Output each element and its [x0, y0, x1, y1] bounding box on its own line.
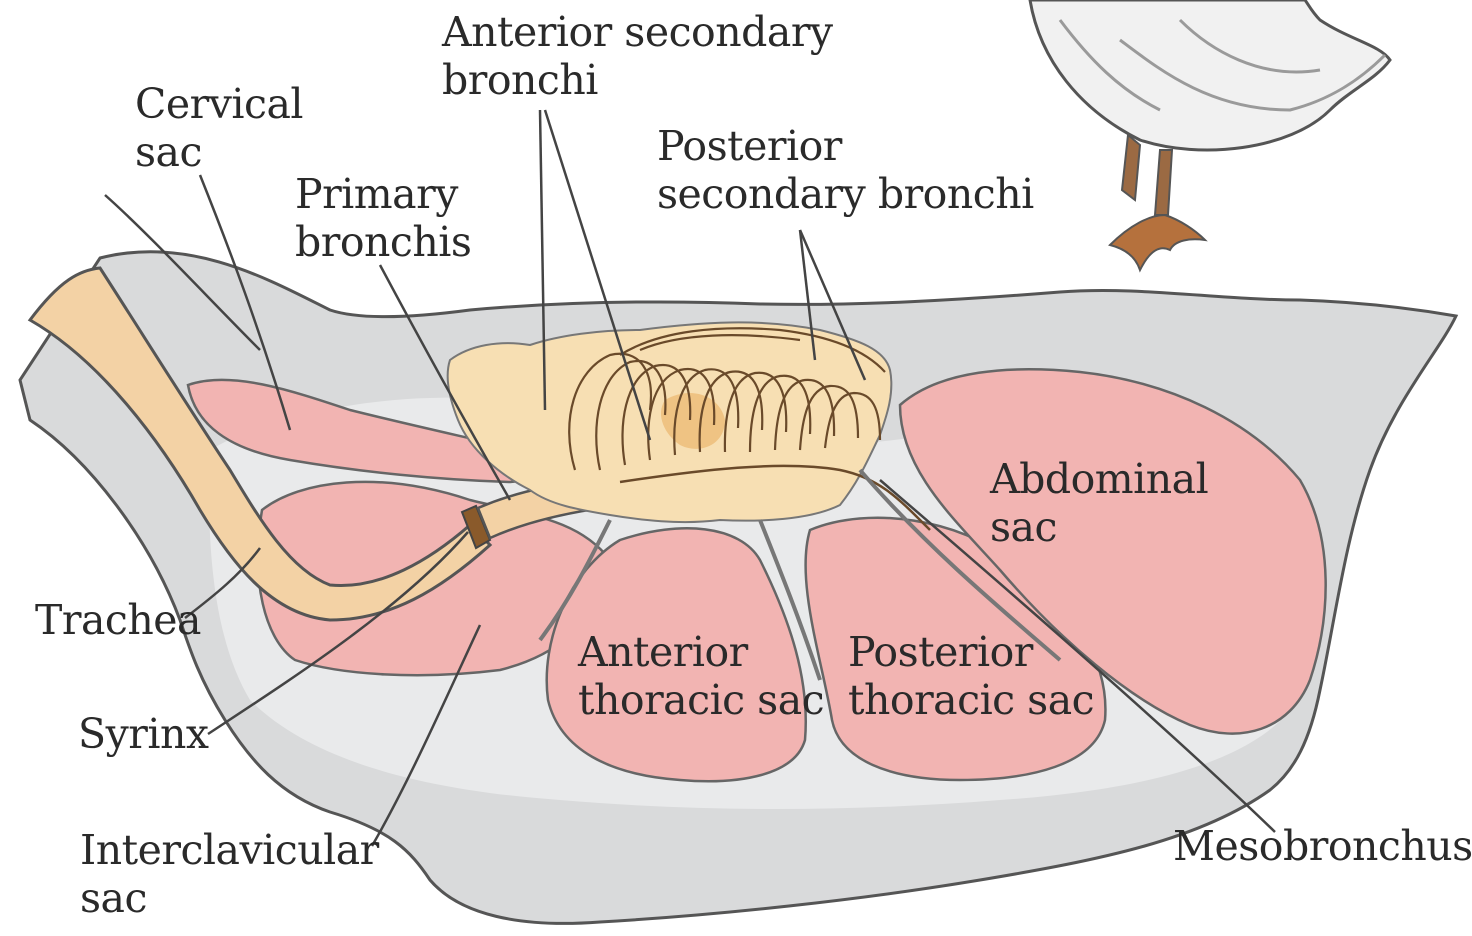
label-posterior-thoracic-sac-line2: thoracic sac — [848, 676, 1094, 724]
label-abdominal-sac-line1: Abdominal — [990, 455, 1208, 503]
label-interclavicular-sac: Interclavicular sac — [80, 826, 379, 922]
label-posterior-secondary-bronchi-line1: Posterior — [657, 122, 1034, 170]
label-anterior-thoracic-sac-line2: thoracic sac — [578, 676, 824, 724]
duck-leg-right — [1155, 150, 1172, 215]
label-anterior-thoracic-sac-line1: Anterior — [578, 628, 824, 676]
label-interclavicular-sac-line1: Interclavicular — [80, 826, 379, 874]
label-abdominal-sac: Abdominal sac — [990, 455, 1208, 551]
label-mesobronchus: Mesobronchus — [1173, 822, 1472, 870]
label-cervical-sac-line1: Cervical — [135, 80, 303, 128]
label-trachea: Trachea — [35, 596, 201, 644]
duck-leg-left — [1122, 135, 1140, 200]
label-primary-bronchis-line2: bronchis — [295, 218, 471, 266]
label-anterior-secondary-bronchi: Anterior secondary bronchi — [442, 8, 833, 104]
label-syrinx: Syrinx — [78, 710, 209, 758]
label-primary-bronchis-line1: Primary — [295, 170, 471, 218]
label-anterior-thoracic-sac: Anterior thoracic sac — [578, 628, 824, 724]
duck-illustration — [1030, 0, 1390, 270]
label-anterior-secondary-bronchi-line1: Anterior secondary — [442, 8, 833, 56]
label-posterior-secondary-bronchi: Posterior secondary bronchi — [657, 122, 1034, 218]
label-posterior-thoracic-sac: Posterior thoracic sac — [848, 628, 1094, 724]
label-anterior-secondary-bronchi-line2: bronchi — [442, 56, 833, 104]
label-posterior-thoracic-sac-line1: Posterior — [848, 628, 1094, 676]
label-abdominal-sac-line2: sac — [990, 503, 1208, 551]
label-posterior-secondary-bronchi-line2: secondary bronchi — [657, 170, 1034, 218]
label-cervical-sac-line2: sac — [135, 128, 303, 176]
label-interclavicular-sac-line2: sac — [80, 874, 379, 922]
label-primary-bronchis: Primary bronchis — [295, 170, 471, 266]
duck-foot — [1110, 215, 1205, 270]
label-cervical-sac: Cervical sac — [135, 80, 303, 176]
duck-body — [1030, 0, 1390, 150]
